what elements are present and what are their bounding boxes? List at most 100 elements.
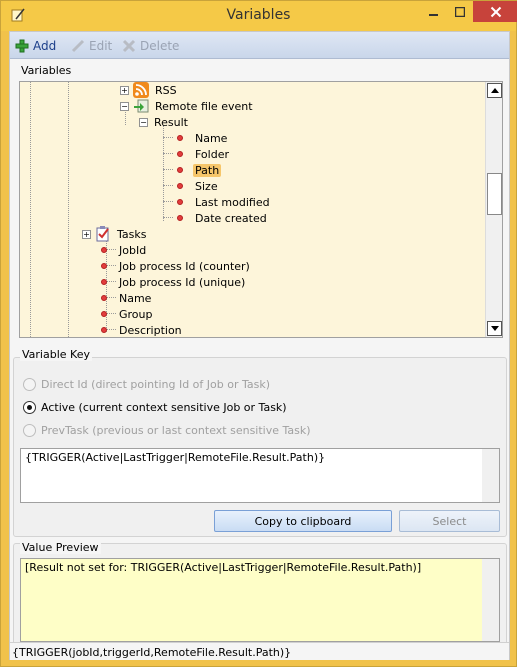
tree-node-label: Last modified <box>195 195 270 209</box>
scroll-thumb[interactable] <box>487 173 502 215</box>
expand-icon[interactable]: + <box>82 229 91 239</box>
scroll-down-button[interactable] <box>487 321 502 336</box>
pencil-icon <box>71 39 85 52</box>
tree-node-label: Name <box>195 131 228 145</box>
tree-connector <box>163 137 173 138</box>
arrow-up-icon <box>491 88 499 93</box>
tree-node-group[interactable]: Group <box>101 306 155 322</box>
status-bar: {TRIGGER(jobId,triggerId,RemoteFile.Resu… <box>10 642 509 660</box>
edit-label: Edit <box>89 38 113 53</box>
tree-connector <box>106 297 116 298</box>
tree-node-description[interactable]: Description <box>101 322 184 337</box>
variable-key-value: {TRIGGER(Active|LastTrigger|RemoteFile.R… <box>25 451 326 464</box>
tree-node-remote-file-event[interactable]: − Remote file event <box>120 98 255 114</box>
variable-dot-icon <box>177 215 183 221</box>
add-button[interactable]: Add <box>15 36 56 55</box>
tree-guide-line <box>163 125 164 221</box>
tree-node-label: Remote file event <box>155 99 253 113</box>
delete-button[interactable]: Delete <box>122 36 179 55</box>
radio-active[interactable]: Active (current context sensitive Job or… <box>23 399 287 415</box>
variables-group-label: Variables <box>19 64 74 77</box>
variable-dot-icon <box>101 327 107 333</box>
maximize-button[interactable] <box>447 1 473 22</box>
tree-connector <box>106 313 116 314</box>
variable-dot-icon <box>177 135 183 141</box>
minimize-icon <box>428 13 438 16</box>
tree-node-tasks[interactable]: + Tasks <box>82 226 148 242</box>
delete-x-icon <box>122 39 136 52</box>
radio-direct-id[interactable]: Direct Id (direct pointing Id of Job or … <box>23 376 270 392</box>
tree-node-last-modified[interactable]: Last modified <box>177 194 272 210</box>
close-button[interactable] <box>473 1 517 22</box>
tree-node-path[interactable]: Path <box>177 162 222 178</box>
tree-connector <box>163 169 173 170</box>
collapse-icon[interactable]: − <box>120 101 129 111</box>
collapse-icon[interactable]: − <box>139 117 148 127</box>
tree-node-label: JobId <box>119 243 147 257</box>
radio-circle <box>23 400 36 414</box>
add-label: Add <box>33 38 57 53</box>
variable-key-label: Variable Key <box>20 348 92 361</box>
preview-scrollbar[interactable] <box>482 559 499 641</box>
tree-scrollbar[interactable] <box>485 82 502 337</box>
tree-node-result[interactable]: − Result <box>139 114 190 130</box>
tree-node-rss[interactable]: + RSS <box>120 82 179 98</box>
value-preview-label: Value Preview <box>20 541 101 554</box>
variable-dot-icon <box>101 311 107 317</box>
tree-node-jobid[interactable]: JobId <box>101 242 148 258</box>
tree-node-task-name[interactable]: Name <box>101 290 153 306</box>
tree-connector <box>106 329 116 330</box>
tree-node-name[interactable]: Name <box>177 130 229 146</box>
variables-tree[interactable]: + RSS − Remote file event <box>19 81 503 338</box>
tree-node-label: Job process Id (unique) <box>119 275 246 289</box>
status-text: {TRIGGER(jobId,triggerId,RemoteFile.Resu… <box>12 646 292 659</box>
tree-node-size[interactable]: Size <box>177 178 220 194</box>
tree-connector <box>106 249 116 250</box>
scroll-up-button[interactable] <box>487 83 502 98</box>
variables-group: Variables + RSS <box>13 64 507 341</box>
variable-dot-icon <box>101 263 107 269</box>
variable-key-textbox[interactable]: {TRIGGER(Active|LastTrigger|RemoteFile.R… <box>20 448 500 503</box>
app-icon <box>11 8 25 22</box>
window-title: Variables <box>226 7 291 23</box>
tree-connector <box>163 201 173 202</box>
title-bar: Variables <box>1 1 517 31</box>
minimize-button[interactable] <box>420 1 447 22</box>
edit-button[interactable]: Edit <box>71 36 112 55</box>
expand-icon[interactable]: + <box>120 85 129 95</box>
value-preview-box[interactable]: [Result not set for: TRIGGER(Active|Last… <box>20 558 500 642</box>
variable-dot-icon <box>101 279 107 285</box>
textbox-scrollbar[interactable] <box>482 449 499 502</box>
toolbar: Add Edit Delete <box>10 32 509 59</box>
tasks-icon <box>96 226 109 242</box>
remote-file-icon <box>134 99 149 113</box>
variable-dot-icon <box>177 151 183 157</box>
radio-prevtask[interactable]: PrevTask (previous or last context sensi… <box>23 422 311 438</box>
tree-connector <box>106 265 116 266</box>
tree-connector <box>106 281 116 282</box>
radio-circle <box>23 423 36 437</box>
variable-key-group: Variable Key Direct Id (direct pointing … <box>13 348 507 537</box>
tree-node-label: Tasks <box>117 227 147 241</box>
tree-connector <box>163 153 173 154</box>
variable-dot-icon <box>101 247 107 253</box>
tree-node-label: Description <box>119 323 182 337</box>
tree-node-date-created[interactable]: Date created <box>177 210 269 226</box>
tree-node-label: Folder <box>195 147 229 161</box>
tree-guide-line <box>30 82 31 337</box>
tree-node-job-process-id-counter[interactable]: Job process Id (counter) <box>101 258 252 274</box>
variable-dot-icon <box>177 183 183 189</box>
tree-node-job-process-id-unique[interactable]: Job process Id (unique) <box>101 274 247 290</box>
tree-guide-line <box>68 82 69 337</box>
tree-node-label-selected: Path <box>193 163 222 177</box>
plus-icon <box>15 39 29 52</box>
delete-label: Delete <box>140 38 180 53</box>
tree-guide-line <box>125 109 126 125</box>
select-button[interactable]: Select <box>399 510 500 532</box>
variable-dot-icon <box>177 167 183 173</box>
value-preview-text: [Result not set for: TRIGGER(Active|Last… <box>25 561 422 574</box>
radio-circle <box>23 377 36 391</box>
copy-to-clipboard-button[interactable]: Copy to clipboard <box>214 510 392 532</box>
tree-node-folder[interactable]: Folder <box>177 146 231 162</box>
